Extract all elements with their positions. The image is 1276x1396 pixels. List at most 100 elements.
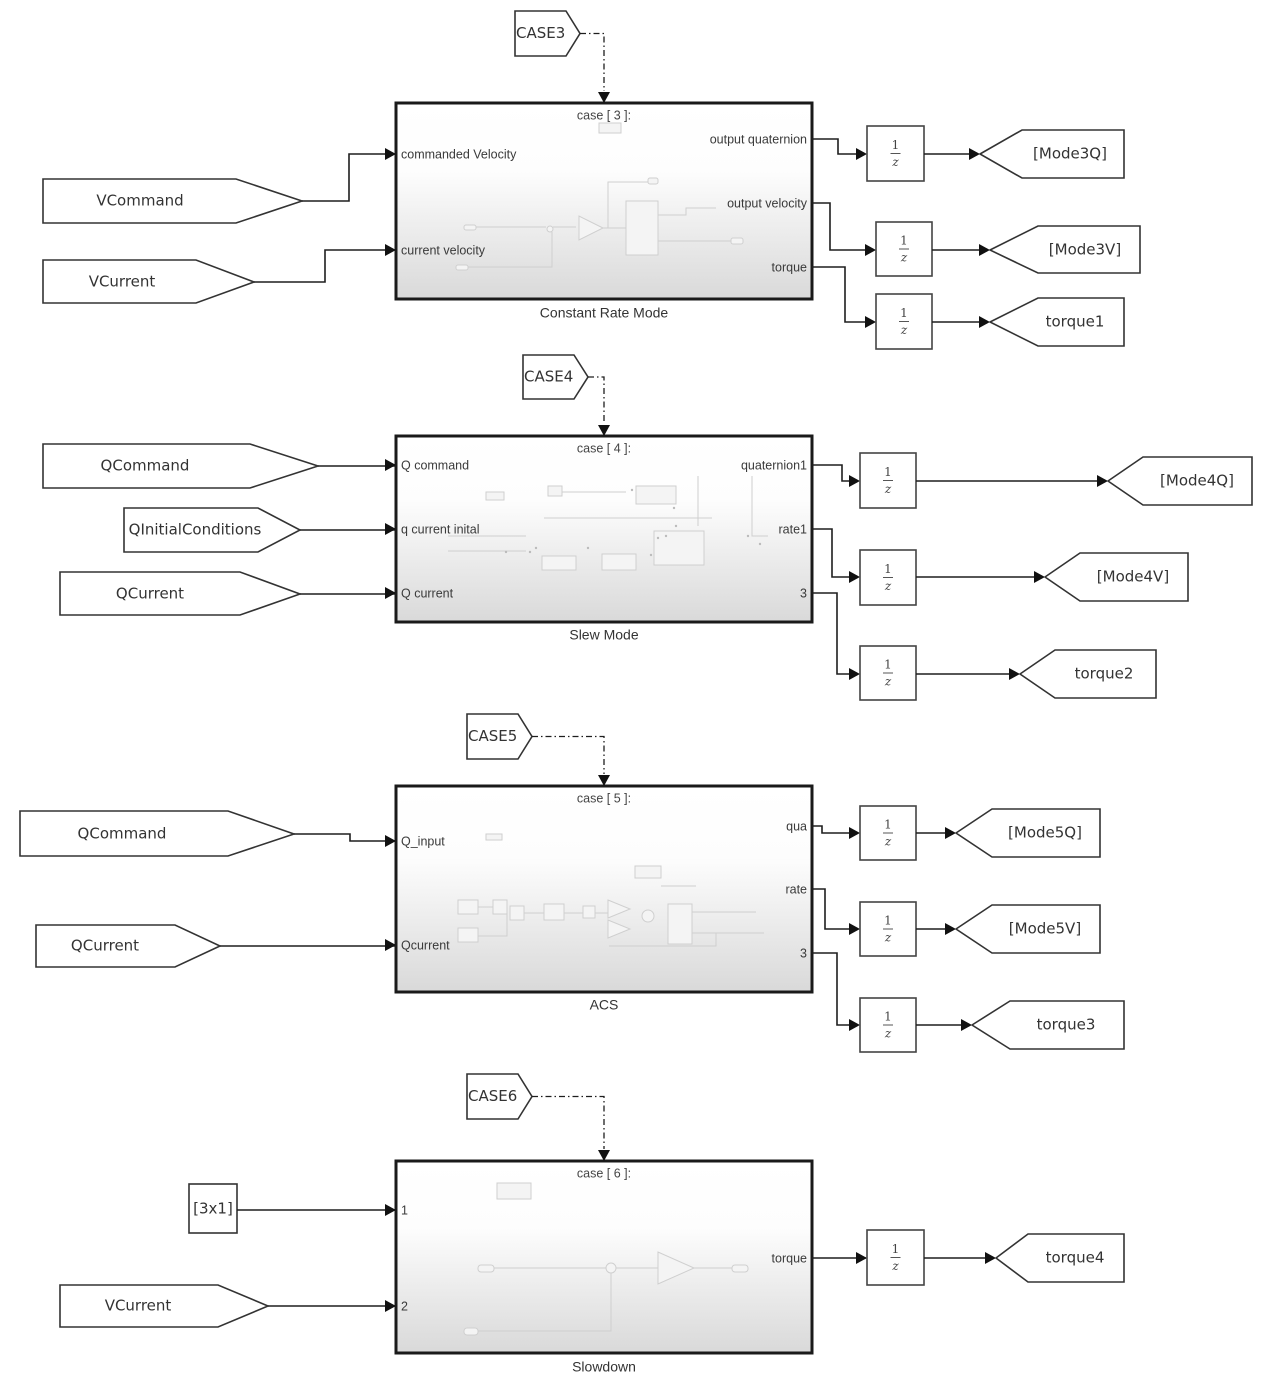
subsystem-group-2 <box>19 713 1125 1053</box>
delay-numerator: 1 <box>884 1010 892 1024</box>
delay-denominator: z <box>884 931 892 945</box>
goto-tag-block[interactable] <box>988 225 1141 274</box>
input-port-label: commanded Velocity <box>401 147 517 161</box>
case-label: case [ 6 ]: <box>577 1166 631 1180</box>
input-port-label: Qcurrent <box>401 938 450 952</box>
signal-line <box>812 464 849 482</box>
arrowhead-icon <box>598 1150 610 1161</box>
arrowhead-icon <box>865 316 876 328</box>
goto-tag-block[interactable] <box>994 1233 1125 1283</box>
goto-tag-block[interactable] <box>954 808 1101 858</box>
signal-line <box>812 825 849 834</box>
subsystem-name: Constant Rate Mode <box>540 305 669 321</box>
arrowhead-icon <box>849 923 860 935</box>
goto-tag-block[interactable] <box>1018 649 1157 699</box>
from-tag-block[interactable] <box>59 571 303 616</box>
output-port-label: quaternion1 <box>741 458 807 472</box>
action-signal-line <box>588 376 605 424</box>
arrowhead-icon <box>598 775 610 786</box>
from-tag-block[interactable] <box>59 1284 271 1328</box>
subsystem-preview <box>455 122 744 271</box>
input-port-label: 2 <box>401 1299 408 1313</box>
goto-tag-label: torque1 <box>1046 313 1105 331</box>
arrowhead-icon <box>985 1252 996 1264</box>
from-tag-block[interactable] <box>42 178 305 224</box>
delay-denominator: z <box>884 1027 892 1041</box>
goto-tag-block[interactable] <box>1043 552 1189 602</box>
goto-tag-label: [Mode3V] <box>1049 241 1121 259</box>
goto-tag-block[interactable] <box>1106 456 1253 506</box>
output-port-label: 3 <box>800 586 807 600</box>
from-tag-block[interactable] <box>123 507 302 553</box>
signal-line <box>812 888 849 930</box>
from-tag-block[interactable] <box>466 1073 533 1120</box>
signal-line <box>812 266 865 323</box>
case-tag-label: CASE4 <box>524 368 573 386</box>
signal-line <box>300 592 397 595</box>
input-source-label: QCurrent <box>116 585 184 603</box>
arrowhead-icon <box>969 148 980 160</box>
delay-denominator: z <box>900 251 908 265</box>
from-tag-block[interactable] <box>42 259 257 304</box>
subsystem-preview <box>448 476 768 571</box>
delay-denominator: z <box>884 579 892 593</box>
signal-line <box>300 528 397 531</box>
delay-numerator: 1 <box>892 138 900 152</box>
input-port-label: Q command <box>401 458 469 472</box>
action-signal-line <box>532 735 605 774</box>
subsystem-block[interactable] <box>394 784 814 994</box>
from-tag-block[interactable] <box>514 10 581 57</box>
signal-line <box>812 592 849 675</box>
goto-tag-label: [Mode4Q] <box>1160 472 1234 490</box>
delay-numerator: 1 <box>884 658 892 672</box>
arrowhead-icon <box>385 1300 396 1312</box>
input-source-label: VCommand <box>96 192 183 210</box>
arrowhead-icon <box>385 148 396 160</box>
arrowhead-icon <box>598 425 610 436</box>
goto-tag-block[interactable] <box>978 129 1125 179</box>
input-port-label: current velocity <box>401 243 486 257</box>
signal-line <box>812 138 856 155</box>
delay-numerator: 1 <box>900 306 908 320</box>
goto-tag-block[interactable] <box>970 1000 1125 1050</box>
constant-block[interactable] <box>188 1183 238 1234</box>
arrowhead-icon <box>385 587 396 599</box>
arrowhead-icon <box>849 571 860 583</box>
goto-tag-label: [Mode4V] <box>1097 568 1169 586</box>
goto-tag-block[interactable] <box>954 904 1101 954</box>
from-tag-block[interactable] <box>19 810 297 857</box>
from-tag-block[interactable] <box>466 713 533 760</box>
input-port-label: 1 <box>401 1203 408 1217</box>
input-source-label: QCurrent <box>71 937 139 955</box>
input-source-label: QInitialConditions <box>129 521 262 539</box>
arrowhead-icon <box>385 939 396 951</box>
arrowhead-icon <box>385 459 396 471</box>
case-label: case [ 3 ]: <box>577 108 631 122</box>
signal-line <box>294 833 396 842</box>
input-port-label: Q current <box>401 586 454 600</box>
arrowhead-icon <box>849 475 860 487</box>
arrowhead-icon <box>385 835 396 847</box>
output-port-label: output velocity <box>727 196 808 210</box>
case-tag-label: CASE3 <box>516 24 565 42</box>
delay-denominator: z <box>891 1259 899 1273</box>
delay-numerator: 1 <box>884 914 892 928</box>
signal-line <box>318 464 397 467</box>
subsystem-preview <box>457 833 764 947</box>
from-tag-block[interactable] <box>522 354 589 400</box>
subsystem-block[interactable] <box>394 1159 814 1355</box>
input-source-label: [3x1] <box>193 1200 233 1218</box>
subsystem-name: Slew Mode <box>569 627 638 643</box>
from-tag-block[interactable] <box>42 443 321 489</box>
goto-tag-block[interactable] <box>988 297 1125 347</box>
arrowhead-icon <box>1097 475 1108 487</box>
subsystem-preview <box>463 1182 749 1336</box>
delay-numerator: 1 <box>884 818 892 832</box>
arrowhead-icon <box>945 827 956 839</box>
output-port-label: torque <box>772 1251 807 1265</box>
subsystem-group-3 <box>59 1073 1125 1355</box>
signal-line <box>302 153 386 202</box>
from-tag-block[interactable] <box>35 924 222 968</box>
output-port-label: rate <box>785 882 807 896</box>
